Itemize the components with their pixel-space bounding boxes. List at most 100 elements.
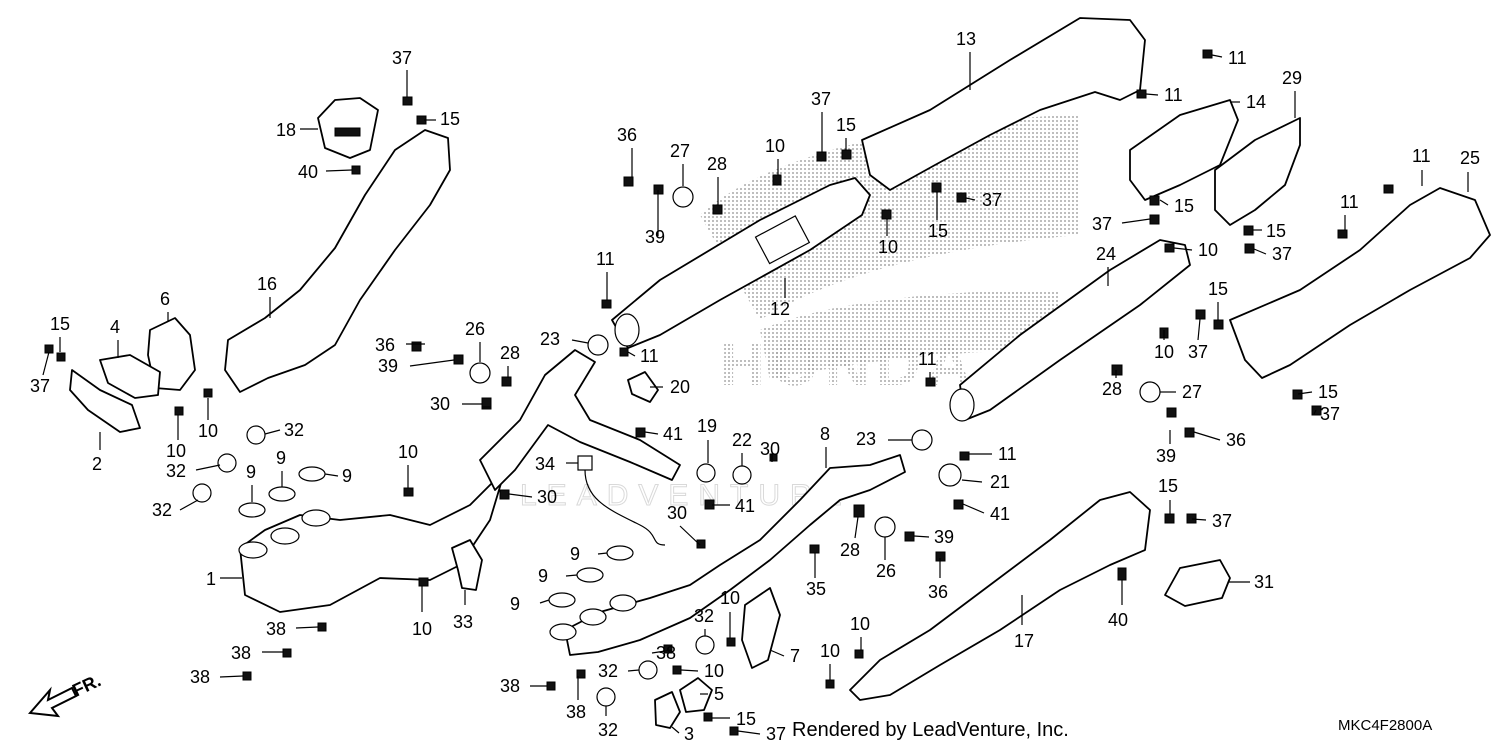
fastener[interactable] [769,453,778,462]
part-32-clamp-c[interactable] [192,483,212,503]
callout-c15j[interactable]: 15 [1158,476,1178,496]
callout-c3[interactable]: 3 [684,724,694,744]
callout-c38d[interactable]: 38 [500,676,520,696]
callout-c38a[interactable]: 38 [266,619,286,639]
fastener[interactable] [56,352,66,362]
fastener[interactable] [809,544,820,554]
callout-c26a[interactable]: 26 [465,319,485,339]
fastener[interactable] [1186,513,1197,524]
part-32-clamp-f[interactable] [596,687,616,707]
callout-c15a[interactable]: 15 [440,109,460,129]
fastener[interactable] [816,151,827,162]
part-9-gasket-c[interactable] [238,502,266,518]
callout-c10k[interactable]: 10 [1198,240,1218,260]
callout-c37h[interactable]: 37 [1188,342,1208,362]
fastener[interactable] [501,376,512,387]
callout-c15h[interactable]: 15 [1208,279,1228,299]
callout-c7[interactable]: 7 [790,646,800,666]
callout-c34[interactable]: 34 [535,454,555,474]
part-9-gasket-f[interactable] [548,592,576,608]
part-7-cover[interactable] [741,587,781,669]
callout-c32f[interactable]: 32 [598,720,618,740]
part-32-clamp-e[interactable] [638,660,658,680]
callout-c24[interactable]: 24 [1096,244,1116,264]
part-32-clamp-b[interactable] [217,453,237,473]
fastener[interactable] [635,427,646,438]
callout-c11f[interactable]: 11 [1164,85,1183,105]
callout-c28b[interactable]: 28 [707,154,727,174]
fastener[interactable] [1164,513,1175,524]
callout-c23b[interactable]: 23 [856,429,876,449]
callout-c25[interactable]: 25 [1460,148,1480,168]
callout-c19[interactable]: 19 [697,416,717,436]
fastener[interactable] [696,539,706,549]
fastener[interactable] [1117,567,1127,581]
callout-c36a[interactable]: 36 [375,335,395,355]
part-34-o2-sensor[interactable] [577,455,593,471]
fastener[interactable] [703,712,713,722]
fastener[interactable] [1244,243,1255,254]
callout-c10h[interactable]: 10 [704,661,724,681]
callout-c9b[interactable]: 9 [276,448,286,468]
callout-c15d[interactable]: 15 [928,221,948,241]
part-9-gasket-b[interactable] [268,486,296,502]
fastener[interactable] [772,174,782,186]
callout-c14[interactable]: 14 [1246,92,1266,112]
part-24-muffler[interactable] [959,239,1191,421]
fastener[interactable] [601,299,612,309]
callout-c39c[interactable]: 39 [934,527,954,547]
callout-c10c[interactable]: 10 [398,442,418,462]
callout-c41b[interactable]: 41 [735,496,755,516]
callout-c11a[interactable]: 11 [596,249,615,269]
callout-c15c[interactable]: 15 [836,115,856,135]
fastener[interactable] [1292,389,1303,400]
callout-c9e[interactable]: 9 [538,566,548,586]
callout-c1[interactable]: 1 [206,569,216,589]
fastener[interactable] [1136,89,1147,99]
part-21-rubber[interactable] [938,463,962,487]
fastener[interactable] [546,681,556,691]
callout-c9d[interactable]: 9 [570,544,580,564]
callout-c10e[interactable]: 10 [765,136,785,156]
part-22-rubber[interactable] [732,465,752,485]
callout-c37a[interactable]: 37 [392,48,412,68]
callout-c15f[interactable]: 15 [1174,196,1194,216]
callout-c40a[interactable]: 40 [298,162,318,182]
fastener[interactable] [418,577,429,587]
callout-c37f[interactable]: 37 [1092,214,1112,234]
fastener[interactable] [481,397,492,408]
fastener[interactable] [953,499,964,510]
fastener[interactable] [841,149,852,160]
callout-c22[interactable]: 22 [732,430,752,450]
fastener[interactable] [1337,229,1348,239]
callout-c11e[interactable]: 11 [1228,48,1247,68]
part-26-rubber-a[interactable] [469,362,491,384]
callout-c27b[interactable]: 27 [1182,382,1202,402]
callout-c37d[interactable]: 37 [982,190,1002,210]
callout-c41c[interactable]: 41 [990,504,1010,524]
part-5-cover[interactable] [679,677,713,713]
callout-c10j[interactable]: 10 [820,641,840,661]
fastener[interactable] [726,637,736,647]
callout-c16[interactable]: 16 [257,274,277,294]
fastener[interactable] [1184,427,1195,438]
callout-c4[interactable]: 4 [110,317,120,337]
callout-c38c[interactable]: 38 [190,667,210,687]
callout-c32b[interactable]: 32 [166,461,186,481]
part-27-rubber-b[interactable] [1139,381,1161,403]
fastener[interactable] [853,504,865,518]
callout-c29[interactable]: 29 [1282,68,1302,88]
callout-c17[interactable]: 17 [1014,631,1034,651]
fastener[interactable] [931,182,942,193]
callout-c37e[interactable]: 37 [766,724,786,744]
fastener[interactable] [1311,405,1322,416]
fastener[interactable] [499,489,510,500]
callout-c30c[interactable]: 30 [760,439,780,459]
callout-c5[interactable]: 5 [714,684,724,704]
fastener[interactable] [203,388,213,398]
callout-c31[interactable]: 31 [1254,572,1274,592]
part-29-shield[interactable] [1214,117,1301,226]
fastener[interactable] [411,341,422,352]
callout-c10b[interactable]: 10 [198,421,218,441]
part-8-exhaust-pipe[interactable] [564,454,906,656]
